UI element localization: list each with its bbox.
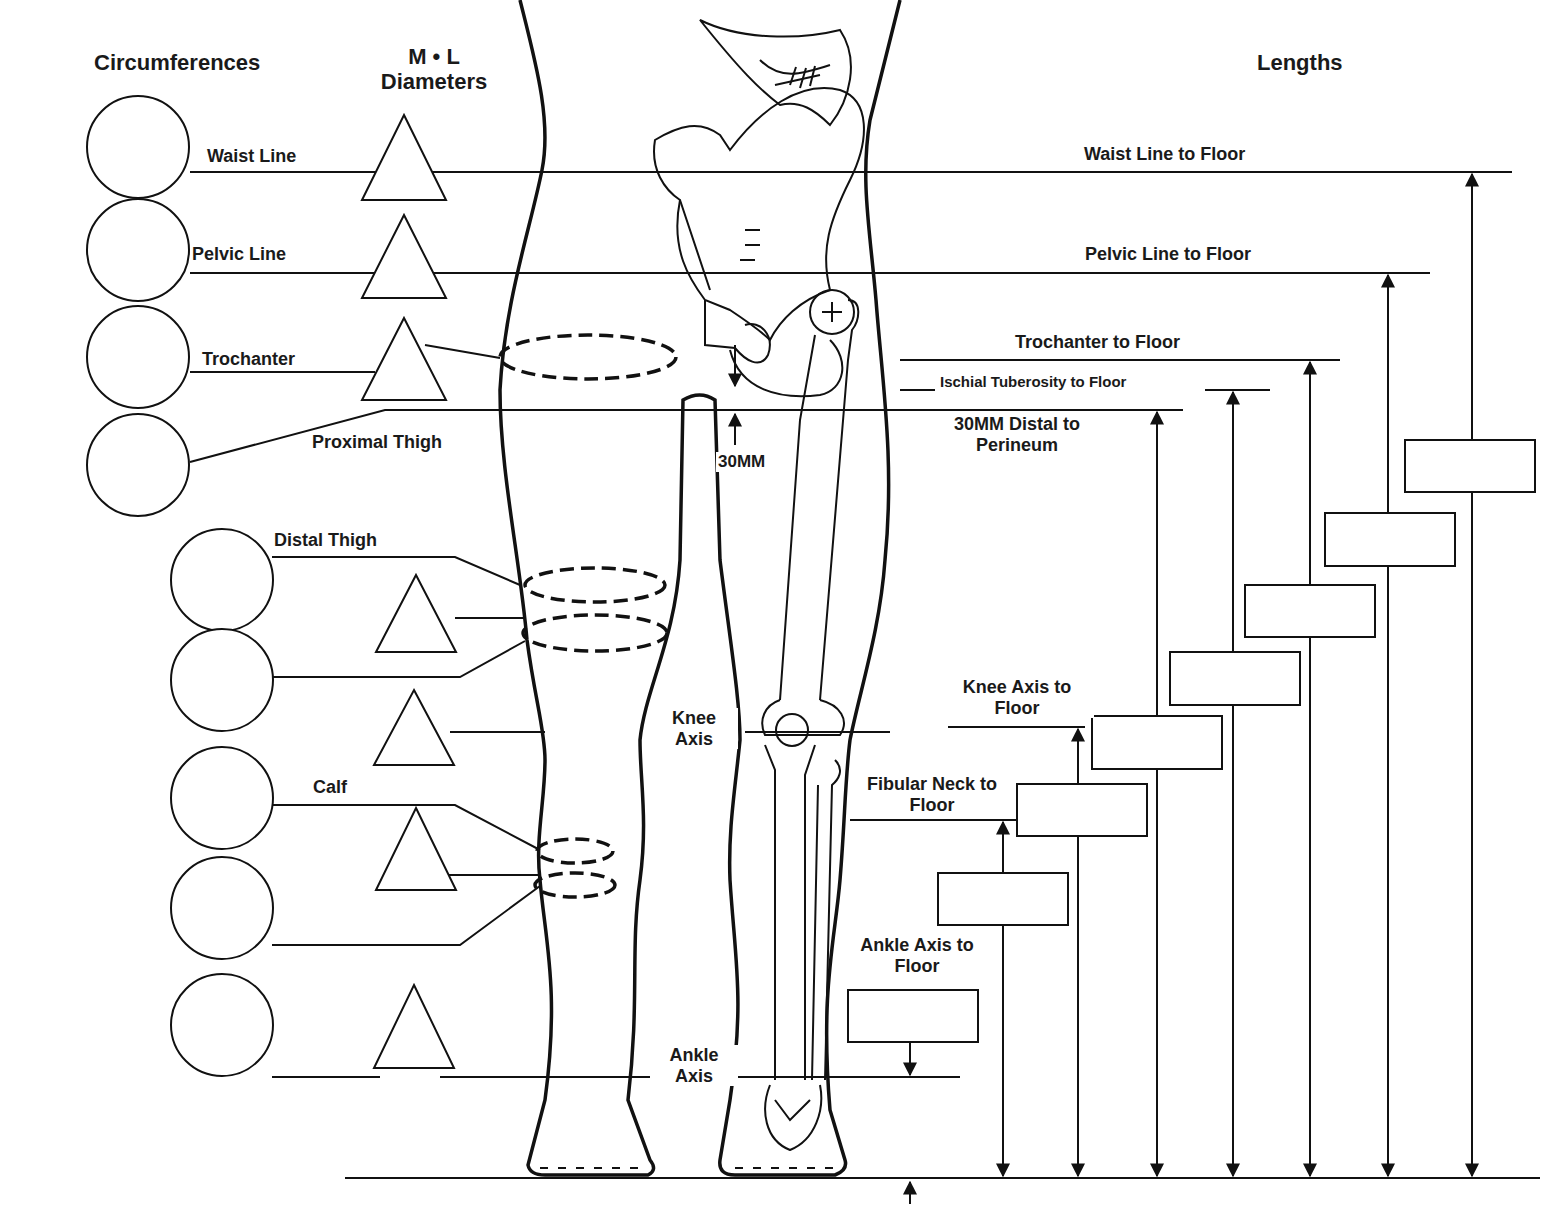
- column-heading: M • L Diameters: [372, 44, 496, 95]
- length-name: Ischial Tuberosity to Floor: [938, 373, 1128, 390]
- circumference-name: Distal Thigh: [272, 530, 379, 551]
- circumference-name: Waist Line: [205, 146, 298, 167]
- length-name: 30MM Distal to Perineum: [940, 414, 1094, 455]
- length-name: Pelvic Line to Floor: [1083, 244, 1253, 265]
- circumference-name: Pelvic Line: [190, 244, 288, 265]
- length-name: Ankle Axis to Floor: [845, 935, 989, 976]
- circumference-name: Calf: [311, 777, 349, 798]
- circumference-name: Trochanter: [200, 349, 297, 370]
- length-name: Knee Axis to Floor: [940, 677, 1094, 718]
- dimension: 30MM: [716, 452, 767, 472]
- length-name: Trochanter to Floor: [1013, 332, 1182, 353]
- length-name: Fibular Neck to Floor: [850, 774, 1014, 815]
- circumference-name: Proximal Thigh: [310, 432, 444, 453]
- column-heading: Lengths: [1255, 50, 1345, 75]
- column-heading: Circumferences: [92, 50, 262, 75]
- length-name: Waist Line to Floor: [1082, 144, 1247, 165]
- axis-name: Ankle Axis: [650, 1045, 738, 1086]
- axis-name: Knee Axis: [650, 708, 738, 749]
